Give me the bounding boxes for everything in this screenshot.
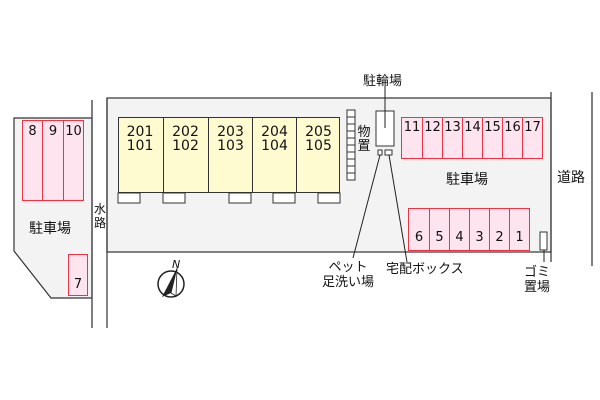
parking-spot: 2 <box>489 209 509 250</box>
main-parking-label: 駐車場 <box>446 172 488 188</box>
pet-wash-label-line-1: ペット <box>328 260 368 275</box>
unit-lower-number: 102 <box>172 138 199 154</box>
garbage-box <box>539 231 548 251</box>
parking-row-bottom: 6 5 4 3 2 1 <box>408 208 530 251</box>
garbage-label-line-2: 置場 <box>523 280 550 295</box>
left-parking-label: 駐車場 <box>29 221 71 237</box>
parking-spot: 4 <box>449 209 469 250</box>
unit-upper-number: 205 <box>305 124 332 140</box>
pet-wash-label-line-2: 足洗い場 <box>321 275 374 290</box>
balconies <box>117 192 341 204</box>
unit-upper-number: 203 <box>217 124 244 140</box>
north-compass-icon <box>157 267 185 298</box>
parking-spot: 8 <box>22 120 43 201</box>
unit-lower-number: 101 <box>126 138 154 154</box>
parking-spot: 7 <box>68 254 88 296</box>
unit-upper-number: 204 <box>261 124 288 140</box>
parking-spot: 5 <box>429 209 449 250</box>
unit-upper-number: 201 <box>126 124 154 140</box>
waterway-label: 水路 <box>93 202 106 230</box>
parking-spot: 17 <box>522 118 542 158</box>
parking-spot: 15 <box>482 118 502 158</box>
unit-upper-number: 202 <box>172 124 199 140</box>
pet-wash-label: ペット足洗い場 <box>316 260 380 290</box>
road-label: 道路 <box>557 170 585 186</box>
parking-spot: 6 <box>414 230 424 245</box>
parking-spot: 1 <box>509 209 529 250</box>
garbage-label-line-1: ゴミ <box>523 265 550 280</box>
parking-row-top: 11 12 13 14 15 16 17 <box>401 117 543 159</box>
delivery-box <box>384 149 393 156</box>
pet-wash-box <box>377 149 383 156</box>
parking-spot: 11 <box>403 120 421 135</box>
leader-lines <box>352 86 545 263</box>
unit-lower-number: 104 <box>261 138 288 154</box>
parking-spot: 10 <box>63 120 84 201</box>
parking-spot: 13 <box>442 118 462 158</box>
delivery-box-label: 宅配ボックス <box>386 262 464 277</box>
parking-spot: 9 <box>43 120 64 201</box>
building <box>118 117 340 193</box>
storage-ladder <box>346 109 356 181</box>
parking-spot: 16 <box>502 118 522 158</box>
parking-spot: 14 <box>462 118 482 158</box>
north-label: N <box>172 258 181 271</box>
garbage-label: ゴミ置場 <box>521 265 553 295</box>
storage-label: 物置 <box>357 125 371 154</box>
parking-spot: 12 <box>422 118 442 158</box>
unit-lower-number: 103 <box>217 138 244 154</box>
unit-lower-number: 105 <box>305 138 332 154</box>
bicycle-parking-label: 駐輪場 <box>363 74 403 89</box>
parking-spot: 3 <box>469 209 489 250</box>
